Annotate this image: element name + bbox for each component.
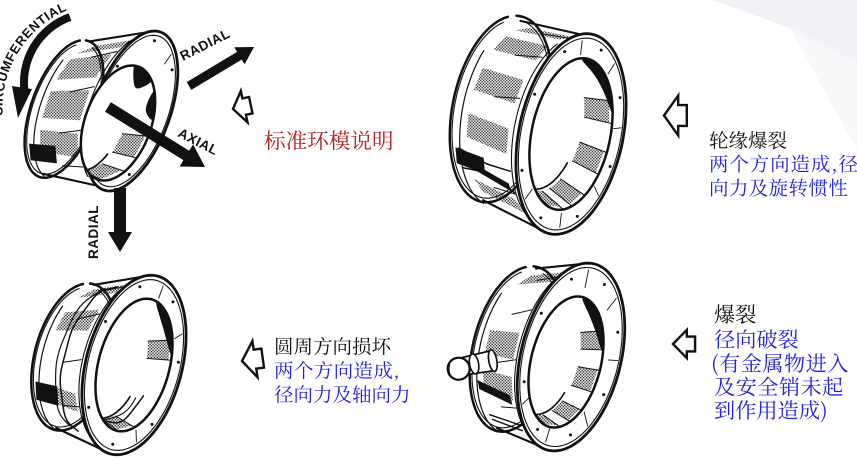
- svg-text:RADIAL: RADIAL: [86, 205, 101, 259]
